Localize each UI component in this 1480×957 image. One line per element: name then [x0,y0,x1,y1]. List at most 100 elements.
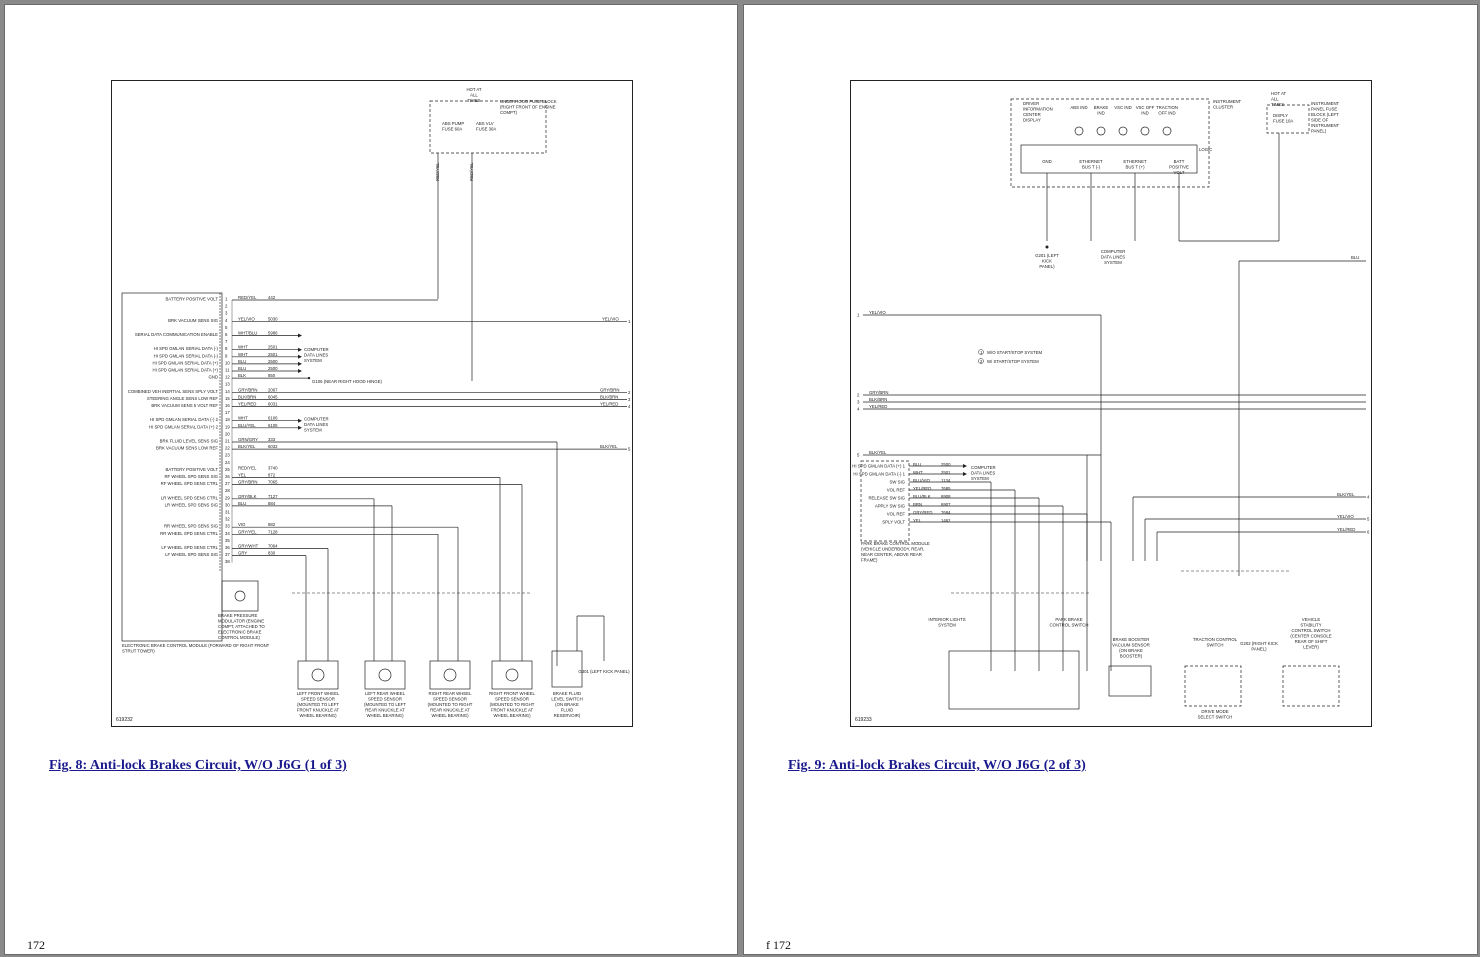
wire-color: YEL/RED [913,486,931,491]
pin-label: HI SPD GMLAN SERIAL DATA (-) [154,346,219,351]
pin-number: 20 [225,431,230,436]
circuit-number: 6106 [268,416,278,421]
circuit-number: 884 [268,501,276,506]
pin-label: BATTERY POSITIVE VOLT [166,467,219,472]
pin-number: 13 [225,382,230,387]
wire-color: VIO [238,522,246,527]
component-label: (CENTER CONSOLE [1290,634,1331,639]
cdl-label: COMPUTER [971,465,996,470]
fuse-label: DISPLY [1273,113,1288,118]
pin-number: 26 [225,474,230,479]
sensor-label: RIGHT FRONT WHEEL [489,691,535,696]
fuse-block [429,100,547,154]
park-pin-label: VOL REF [887,488,906,493]
arrow [298,361,302,366]
cdl-label: SYSTEM [1104,260,1122,265]
cluster-pin-label: ETHERNET [1079,159,1103,164]
connector-ref: 5 [628,447,631,452]
pin-number: 32 [225,517,230,522]
cluster-pin-label: POSITIVE [1169,165,1189,170]
pin-number: 34 [225,531,230,536]
circuit-number: 2500 [941,462,951,467]
ground-label: G106 (NEAR RIGHT HOOD HINGE) [312,379,382,384]
figure-caption[interactable]: Fig. 8: Anti-lock Brakes Circuit, W/O J6… [49,758,347,773]
cdl-label: SYSTEM [304,428,322,433]
hot-label: HOT AT [1271,91,1286,96]
dic-label: CENTER [1023,112,1041,117]
arrow [963,472,967,476]
pin-number: 4 [225,318,228,323]
fuse-block-label: BLOCK (LEFT [1311,112,1339,117]
sensor-label: WHEEL BEARING) [493,713,531,718]
cluster-pin-label: VOLT [1174,170,1185,175]
park-pin-label: SW SIG [889,480,905,485]
sensor-label: REAR KNUCKLE AT [365,708,405,713]
wire-color: YEL/RED [238,402,256,407]
pin-number: 23 [225,453,230,458]
arrow [298,354,302,359]
instrument-cluster [1010,98,1210,188]
ground-label: PANEL) [1039,264,1055,269]
indicator-label: IND [1097,111,1104,116]
circuit-number: 7685 [941,486,951,491]
sensor-label: RIGHT REAR WHEEL [429,691,473,696]
pin-label: STEERING ANGLE SENS LOW REF [147,396,219,401]
figure-caption[interactable]: Fig. 9: Anti-lock Brakes Circuit, W/O J6… [788,758,1086,773]
pin-number: 11 [225,368,230,373]
wire-color: BLK/BRN [600,394,618,399]
modulator-label: MODULATOR (ENGINE [218,619,264,624]
pin-label: HI SPD GMLAN SERIAL DATA (+) [153,368,219,373]
connector-ref: 3 [857,400,860,405]
wire-color: YEL/VIO [869,310,886,315]
pin-number: 36 [225,545,230,550]
pin-label: BATTERY POSITIVE VOLT [166,297,219,302]
cdl-label: DATA LINES [1101,255,1125,260]
indicator-lamp [1074,126,1084,136]
circuit-number: 7684 [941,510,951,515]
ground-dot [1045,245,1049,249]
dic-label: DRIVER [1023,101,1039,106]
pin-label: BRK VACUUM SENS LOW REF [156,446,218,451]
component-label: VEHICLE [1302,617,1321,622]
sensor-label: (MOUNTED TO RIGHT [428,702,473,707]
circuit-number: 2501 [941,470,951,475]
connector-ref: 4 [628,404,631,409]
arrow [298,333,302,338]
pin-label: BRK VACUUM SENS 5 VOLT REF [151,403,218,408]
logic-label: LOGIC [1199,147,1212,152]
cdl-label: DATA LINES [304,422,328,427]
cluster-label: INSTRUMENT [1213,99,1242,104]
wire-color: YEL/RED [600,402,618,407]
pin-number: 14 [225,389,230,394]
sensor-label: WHEEL BEARING) [366,713,404,718]
wire-color: YEL/VIO [238,316,255,321]
wire-color: WHT [238,345,248,350]
component-label: INTERIOR LIGHTS [928,617,965,622]
logic-box [1020,144,1198,174]
fuse-block [1266,104,1310,134]
circuit-number: 2500 [268,366,278,371]
component-label: STABILITY [1300,623,1321,628]
wire-color: WHT [238,416,248,421]
component-label: SYSTEM [938,623,956,628]
arrow [298,347,302,352]
circuit-number: 333 [268,437,276,442]
component-label: G202 (RIGHT KICK [1240,641,1278,646]
component-label: CONTROL SWITCH [1292,628,1331,633]
component-label: REAR OF SHIFT [1295,639,1328,644]
wire-color: BLK/YEL [600,444,618,449]
wheel-sensor [491,660,533,690]
circuit-number: 5030 [268,316,278,321]
pin-label: COMBINED VEH INERTIAL SENS SPLY VOLT [128,389,219,394]
dic-label: INFORMATION [1023,107,1053,112]
modulator-label: COMPT, ATTACHED TO [218,624,265,629]
circuit-number: 7064 [268,544,278,549]
wire-color: GRY/WHT [238,544,259,549]
wire-color: BLU [238,366,246,371]
component-label: SWITCH [1207,643,1224,648]
wire-color: YEL/RED [869,404,887,409]
module-label: STRUT TOWER) [122,649,155,654]
indicator-lamp [1118,126,1128,136]
wire-color: BLU/BLK [913,494,931,499]
